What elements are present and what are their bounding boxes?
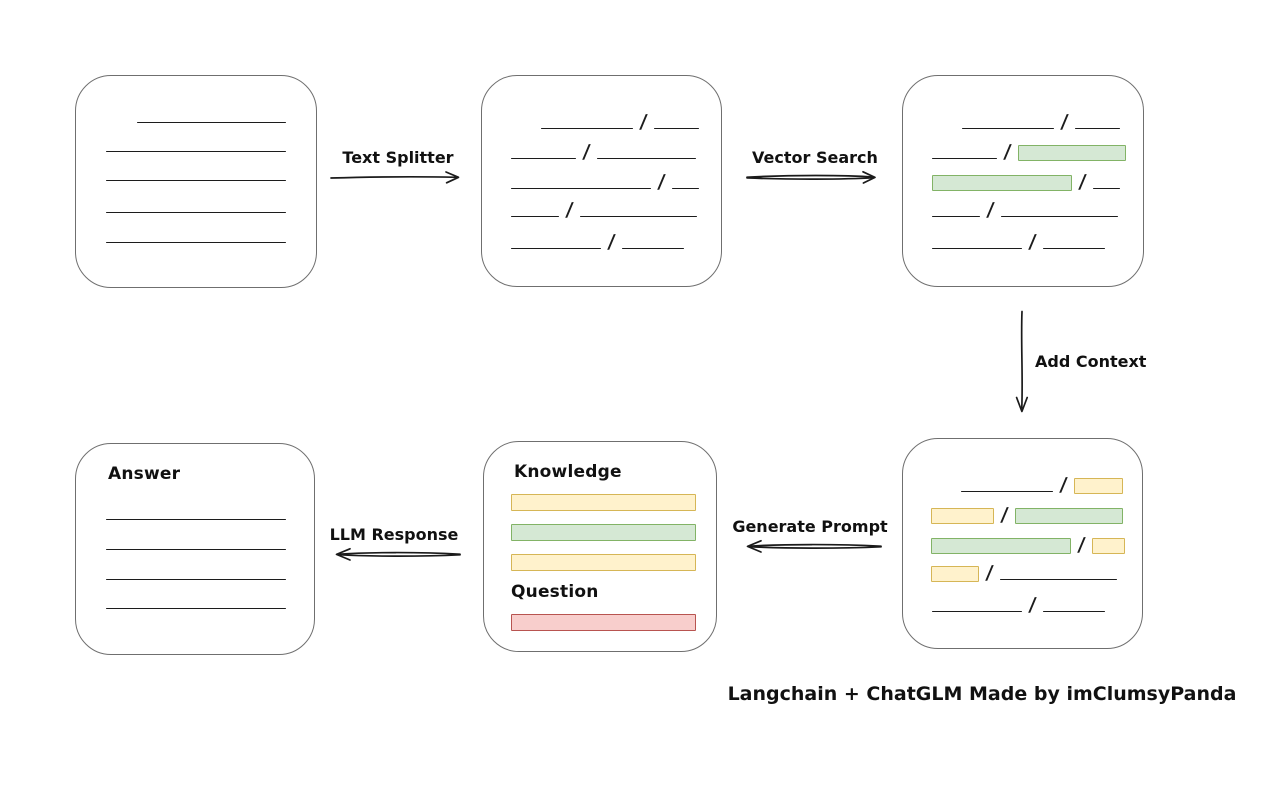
generate-prompt-arrow-left-icon — [746, 539, 882, 553]
vector-search-label: Vector Search — [752, 148, 878, 167]
text-line — [932, 248, 1022, 249]
slash-mark: / — [1027, 594, 1038, 616]
text-line — [1042, 611, 1105, 612]
text-line — [511, 188, 651, 189]
slash-mark: / — [1077, 171, 1088, 193]
generate-prompt-connector: Generate Prompt — [732, 517, 888, 556]
matched-chunks-box: / / / / / — [902, 75, 1144, 287]
text-row: / — [541, 111, 699, 133]
text-line — [999, 579, 1117, 580]
slash-mark: / — [656, 171, 667, 193]
chunk-yellow — [1073, 478, 1123, 494]
answer-box: Answer — [75, 443, 315, 655]
slash-mark: / — [1076, 534, 1087, 556]
slash-mark: / — [1002, 141, 1013, 163]
chunk-green — [1017, 145, 1126, 161]
source-document-box — [75, 75, 317, 288]
text-splitter-label: Text Splitter — [342, 148, 454, 167]
answer-label: Answer — [108, 464, 181, 484]
text-line — [579, 216, 697, 217]
chunk-green — [1014, 508, 1123, 524]
text-line — [596, 158, 696, 159]
text-line — [511, 216, 559, 217]
text-line — [106, 549, 286, 550]
text-line — [511, 248, 601, 249]
slash-mark: / — [999, 504, 1010, 526]
text-row: / — [932, 231, 1105, 253]
text-row: / — [931, 562, 1117, 584]
text-line — [1000, 216, 1118, 217]
context-chunks-box: / / / / / — [902, 438, 1143, 649]
llm-response-connector: LLM Response — [324, 525, 464, 564]
text-row: / — [931, 534, 1125, 556]
text-row: / — [932, 171, 1120, 193]
llm-response-label: LLM Response — [329, 525, 459, 544]
text-line — [653, 128, 699, 129]
generate-prompt-label: Generate Prompt — [732, 517, 888, 536]
question-label: Question — [511, 582, 599, 602]
text-line — [932, 611, 1022, 612]
slash-mark: / — [984, 562, 995, 584]
chunk-yellow — [931, 508, 994, 524]
knowledge-chunk-green — [511, 524, 696, 541]
text-line — [106, 151, 286, 152]
slash-mark: / — [1058, 474, 1069, 496]
text-line — [541, 128, 633, 129]
knowledge-chunk-yellow — [511, 494, 696, 511]
text-row: / — [511, 141, 696, 163]
text-line — [137, 122, 286, 123]
text-line — [1092, 188, 1120, 189]
text-line — [511, 158, 576, 159]
chunk-yellow — [931, 566, 979, 582]
text-line — [621, 248, 684, 249]
slash-mark: / — [1059, 111, 1070, 133]
slash-mark: / — [581, 141, 592, 163]
text-line — [106, 212, 286, 213]
knowledge-label: Knowledge — [514, 462, 622, 482]
text-line — [106, 608, 286, 609]
slash-mark: / — [564, 199, 575, 221]
text-line — [106, 519, 286, 520]
caption-text: Langchain + ChatGLM Made by imClumsyPand… — [727, 683, 1237, 705]
slash-mark: / — [606, 231, 617, 253]
text-row: / — [961, 474, 1123, 496]
llm-response-arrow-left-icon — [335, 547, 461, 561]
text-line — [962, 128, 1054, 129]
text-line — [932, 158, 997, 159]
text-row: / — [931, 504, 1123, 526]
text-line — [106, 579, 286, 580]
text-row: / — [511, 231, 684, 253]
text-line — [106, 180, 286, 181]
text-row: / — [511, 199, 697, 221]
chunk-yellow — [1091, 538, 1125, 554]
slash-mark: / — [985, 199, 996, 221]
add-context-arrow-down-icon — [1015, 310, 1029, 413]
text-row: / — [932, 141, 1126, 163]
text-line — [961, 491, 1053, 492]
split-chunks-box: / / / / / — [481, 75, 722, 287]
knowledge-chunk-yellow — [511, 554, 696, 571]
text-row: / — [932, 199, 1118, 221]
chunk-green — [931, 538, 1071, 554]
add-context-label: Add Context — [1035, 352, 1147, 371]
text-line — [1042, 248, 1105, 249]
text-line — [106, 242, 286, 243]
question-chunk-red — [511, 614, 696, 631]
text-line — [671, 188, 699, 189]
vector-search-connector: Vector Search — [744, 148, 886, 187]
slash-mark: / — [638, 111, 649, 133]
text-splitter-arrow-right-icon — [330, 171, 460, 184]
text-line — [1074, 128, 1120, 129]
text-line — [932, 216, 980, 217]
text-row: / — [962, 111, 1120, 133]
vector-search-arrow-right-icon — [746, 170, 876, 184]
text-row: / — [511, 171, 699, 193]
text-splitter-connector: Text Splitter — [328, 148, 468, 187]
slash-mark: / — [1027, 231, 1038, 253]
text-row: / — [932, 594, 1105, 616]
chunk-green — [932, 175, 1072, 191]
